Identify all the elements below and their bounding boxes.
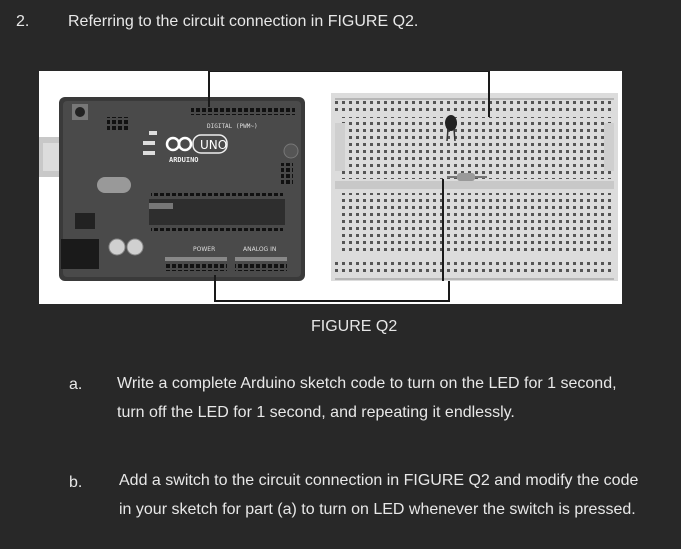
question-intro: Referring to the circuit connection in F… [68,13,419,30]
circuit-diagram: DIGITAL (PWM~) UNO ARDUINO [39,70,618,302]
part-b-label: b. [69,474,83,491]
resistor-icon [447,173,487,181]
part-a-label: a. [69,376,83,393]
circuit-figure: DIGITAL (PWM~) UNO ARDUINO [39,70,622,304]
arduino-logo-icon [165,136,193,152]
digital-label: DIGITAL (PWM~) [207,123,258,130]
arduino-label: ARDUINO [169,156,199,164]
part-a-line-1: Write a complete Arduino sketch code to … [117,375,617,392]
led-icon [445,115,457,142]
breadboard [331,93,618,281]
part-b-line-2: in your sketch for part (a) to turn on L… [119,501,636,518]
part-a-line-2: turn off the LED for 1 second, and repea… [117,404,515,421]
arduino-board: DIGITAL (PWM~) UNO ARDUINO [59,97,305,281]
wires [208,70,490,302]
power-label: POWER [193,246,215,253]
figure-caption: FIGURE Q2 [311,318,398,335]
part-b-line-1: Add a switch to the circuit connection i… [119,472,639,489]
analog-label: ANALOG IN [243,246,276,253]
uno-label: UNO [200,138,227,152]
question-number: 2. [16,13,30,30]
